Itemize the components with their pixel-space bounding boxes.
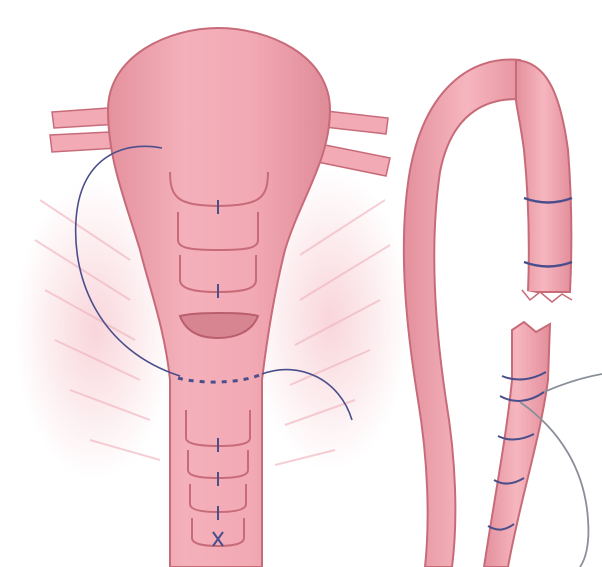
tube-upper-segment [516, 60, 571, 292]
uterus-panel [15, 28, 410, 567]
tube-panel [404, 60, 602, 567]
tube-suture-thread-upper [544, 374, 602, 392]
tube-lower-segment [484, 322, 550, 567]
